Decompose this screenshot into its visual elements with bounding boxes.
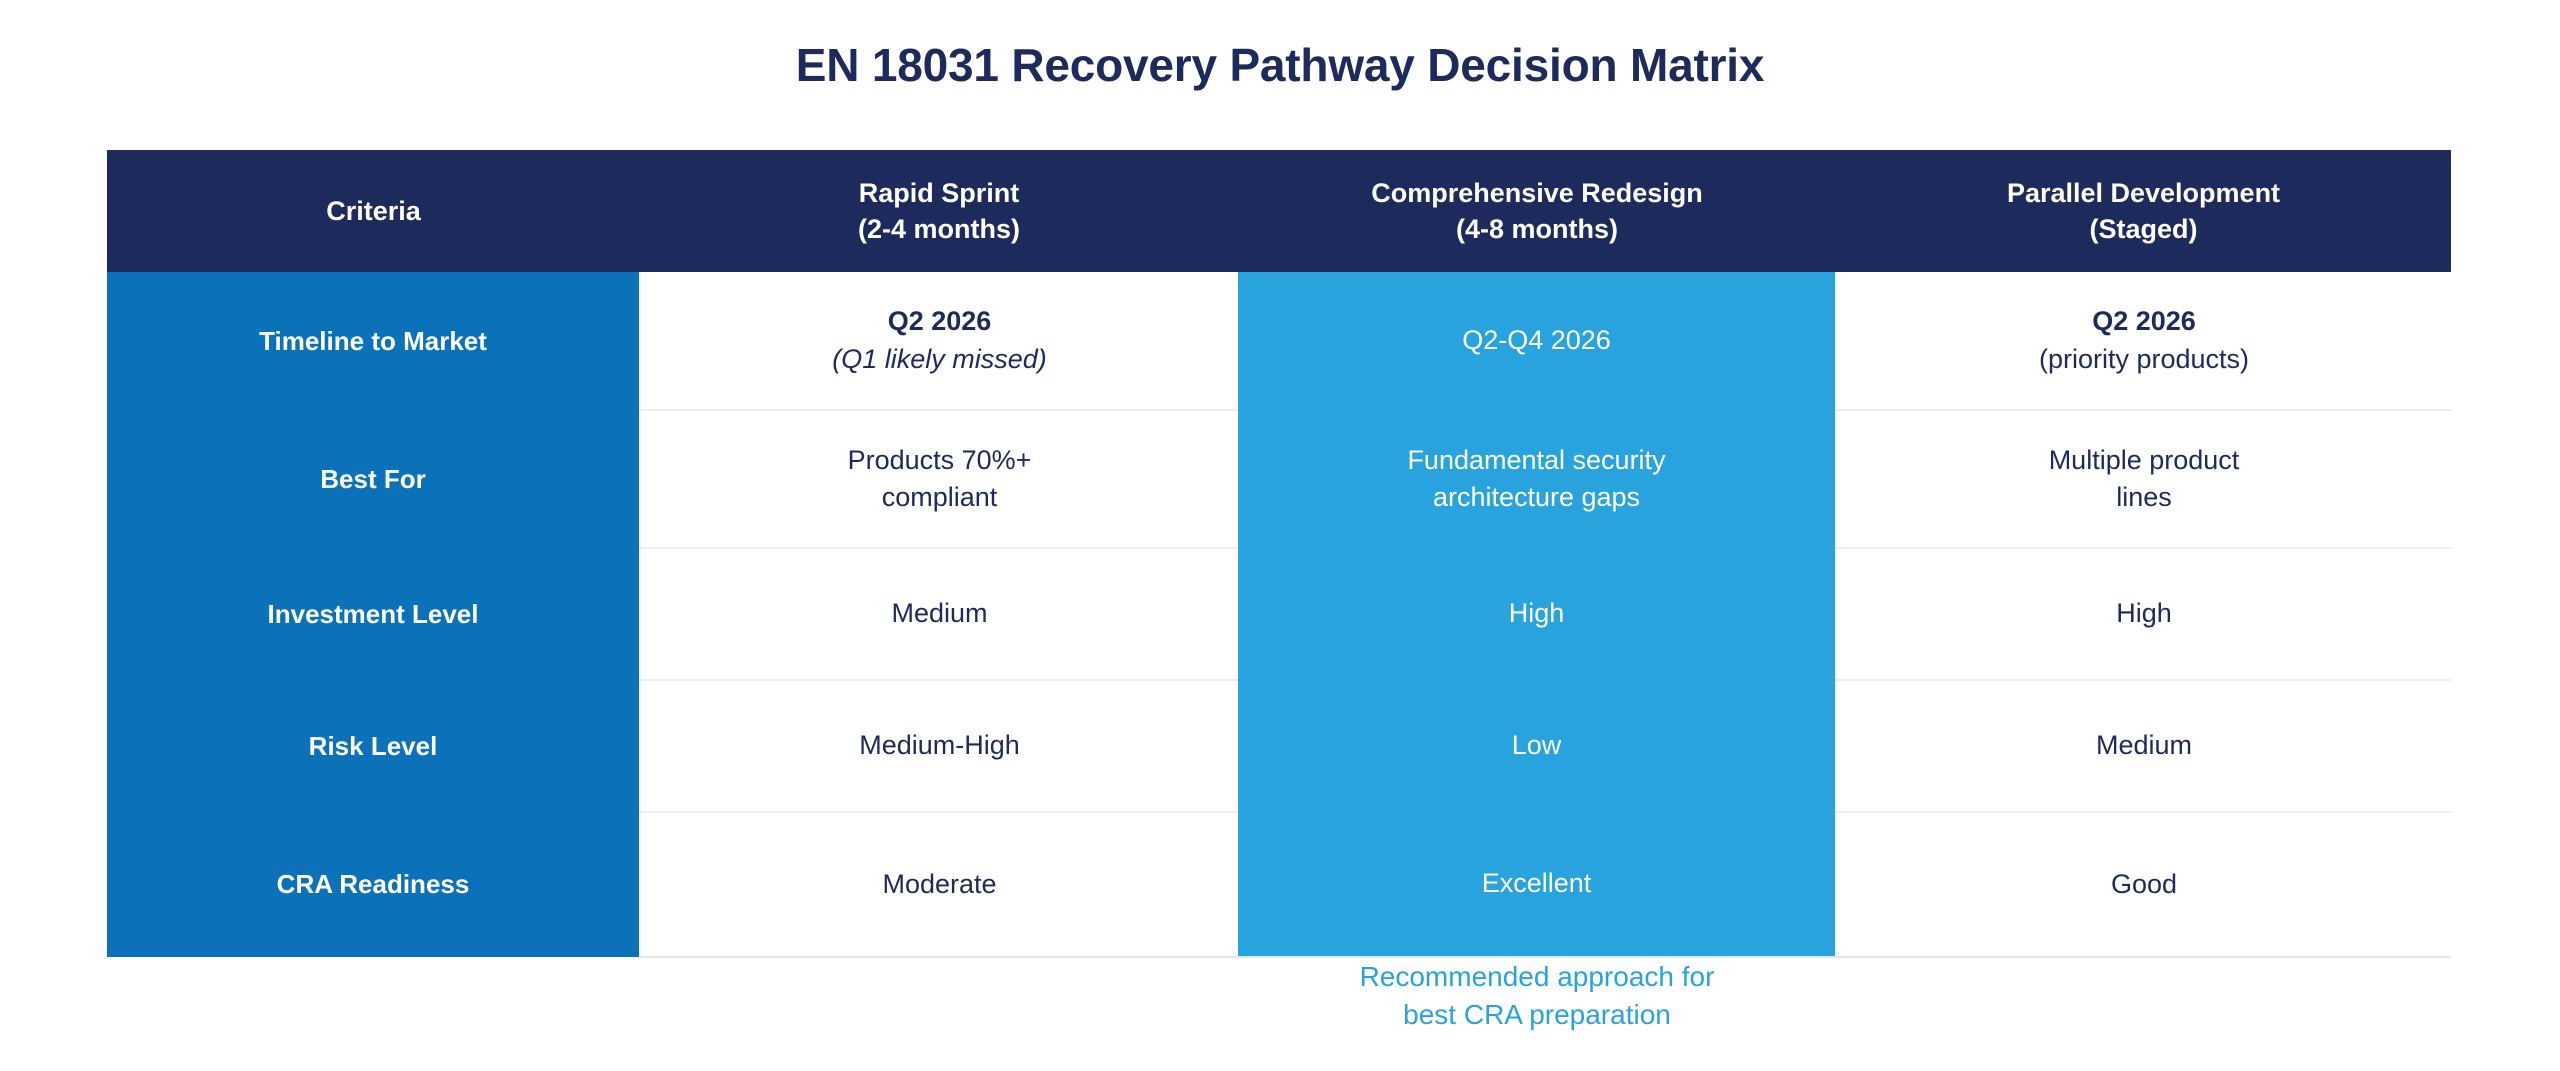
cell-line-1: High [2116, 598, 2172, 629]
page-title: EN 18031 Recovery Pathway Decision Matri… [795, 39, 1765, 91]
table-header: Criteria Rapid Sprint (2-4 months) Compr… [107, 150, 2451, 272]
row-label-timeline-to-market: Timeline to Market [107, 272, 640, 410]
cell-best-for-parallel-development: Multiple product lines [1835, 410, 2451, 549]
cell-line-1: Fundamental security [1407, 444, 1666, 475]
cell-sub-text: (Q1 likely missed) [832, 343, 1047, 374]
row-label-risk-level: Risk Level [107, 680, 640, 812]
column-header-rapid-sprint-line1: Rapid Sprint [858, 177, 1020, 208]
column-header-comprehensive-redesign-line1: Comprehensive Redesign [1371, 177, 1703, 208]
cell-cra-rapid-sprint: Moderate [639, 812, 1238, 958]
column-header-parallel-development-line1: Parallel Development [2006, 177, 2281, 208]
table-row: Investment Level Medium High High [107, 548, 2451, 681]
row-label-cra-readiness: CRA Readiness [107, 812, 640, 957]
cell-risk-rapid-sprint: Medium-High [639, 680, 1238, 813]
table-row: Best For Products 70%+ compliant Fundame… [107, 410, 2451, 549]
cell-risk-comprehensive-redesign: Low [1238, 680, 1836, 812]
cell-timeline-comprehensive-redesign: Q2-Q4 2026 [1238, 272, 1836, 410]
cell-cra-comprehensive-redesign: Excellent [1238, 812, 1836, 958]
cell-line-1: Moderate [882, 868, 997, 899]
cell-main-text: Q2-Q4 2026 [1462, 325, 1611, 356]
table-row: Risk Level Medium-High Low Medium [107, 680, 2451, 813]
cell-line-2: architecture gaps [1432, 482, 1641, 512]
column-header-criteria: Criteria [107, 150, 640, 272]
cell-line-2: compliant [881, 482, 998, 512]
cell-line-1: Medium [891, 598, 988, 629]
decision-matrix-table: Criteria Rapid Sprint (2-4 months) Compr… [107, 150, 2451, 958]
cell-line-1: Medium [2095, 730, 2193, 761]
column-header-criteria-line1: Criteria [326, 195, 421, 226]
table-row: CRA Readiness Moderate Excellent Good [107, 812, 2451, 958]
cell-main-text: Q2 2026 [887, 306, 992, 337]
column-header-parallel-development-line2: (Staged) [2089, 214, 2198, 244]
cell-line-1: Medium-High [859, 730, 1020, 761]
cell-line-1: Products 70%+ [847, 444, 1032, 475]
row-label-best-for: Best For [107, 410, 640, 548]
cell-line-1: Low [1511, 730, 1562, 761]
decision-matrix-table-wrapper: Criteria Rapid Sprint (2-4 months) Compr… [107, 150, 2451, 958]
recommendation-note: Recommended approach for best CRA prepar… [1238, 958, 1836, 1033]
cell-line-1: Excellent [1481, 868, 1592, 899]
cell-best-for-rapid-sprint: Products 70%+ compliant [639, 410, 1238, 549]
recommendation-note-line1: Recommended approach for [1359, 961, 1715, 992]
cell-timeline-parallel-development: Q2 2026 (priority products) [1835, 272, 2451, 411]
row-label-investment-level: Investment Level [107, 548, 640, 680]
table-body: Timeline to Market Q2 2026 (Q1 likely mi… [107, 272, 2451, 958]
cell-best-for-comprehensive-redesign: Fundamental security architecture gaps [1238, 410, 1836, 548]
cell-line-1: High [1508, 598, 1565, 629]
header-row: Criteria Rapid Sprint (2-4 months) Compr… [107, 150, 2451, 272]
cell-main-text: Q2 2026 [2092, 306, 2196, 337]
cell-timeline-rapid-sprint: Q2 2026 (Q1 likely missed) [639, 272, 1238, 411]
column-header-comprehensive-redesign-line2: (4-8 months) [1456, 214, 1618, 244]
cell-investment-rapid-sprint: Medium [639, 548, 1238, 681]
cell-risk-parallel-development: Medium [1835, 680, 2451, 813]
cell-cra-parallel-development: Good [1835, 812, 2451, 958]
cell-investment-comprehensive-redesign: High [1238, 548, 1836, 680]
column-header-rapid-sprint-line2: (2-4 months) [858, 214, 1020, 244]
cell-line-1: Good [2110, 868, 2178, 899]
table-row: Timeline to Market Q2 2026 (Q1 likely mi… [107, 272, 2451, 411]
cell-investment-parallel-development: High [1835, 548, 2451, 681]
column-header-rapid-sprint: Rapid Sprint (2-4 months) [640, 150, 1238, 272]
recommendation-note-line2: best CRA preparation [1403, 998, 1671, 1030]
column-header-parallel-development: Parallel Development (Staged) [1836, 150, 2451, 272]
cell-line-1: Multiple product [2048, 444, 2240, 475]
cell-line-2: lines [2116, 482, 2172, 512]
column-header-comprehensive-redesign: Comprehensive Redesign (4-8 months) [1238, 150, 1836, 272]
cell-sub-text: (priority products) [2038, 343, 2250, 374]
